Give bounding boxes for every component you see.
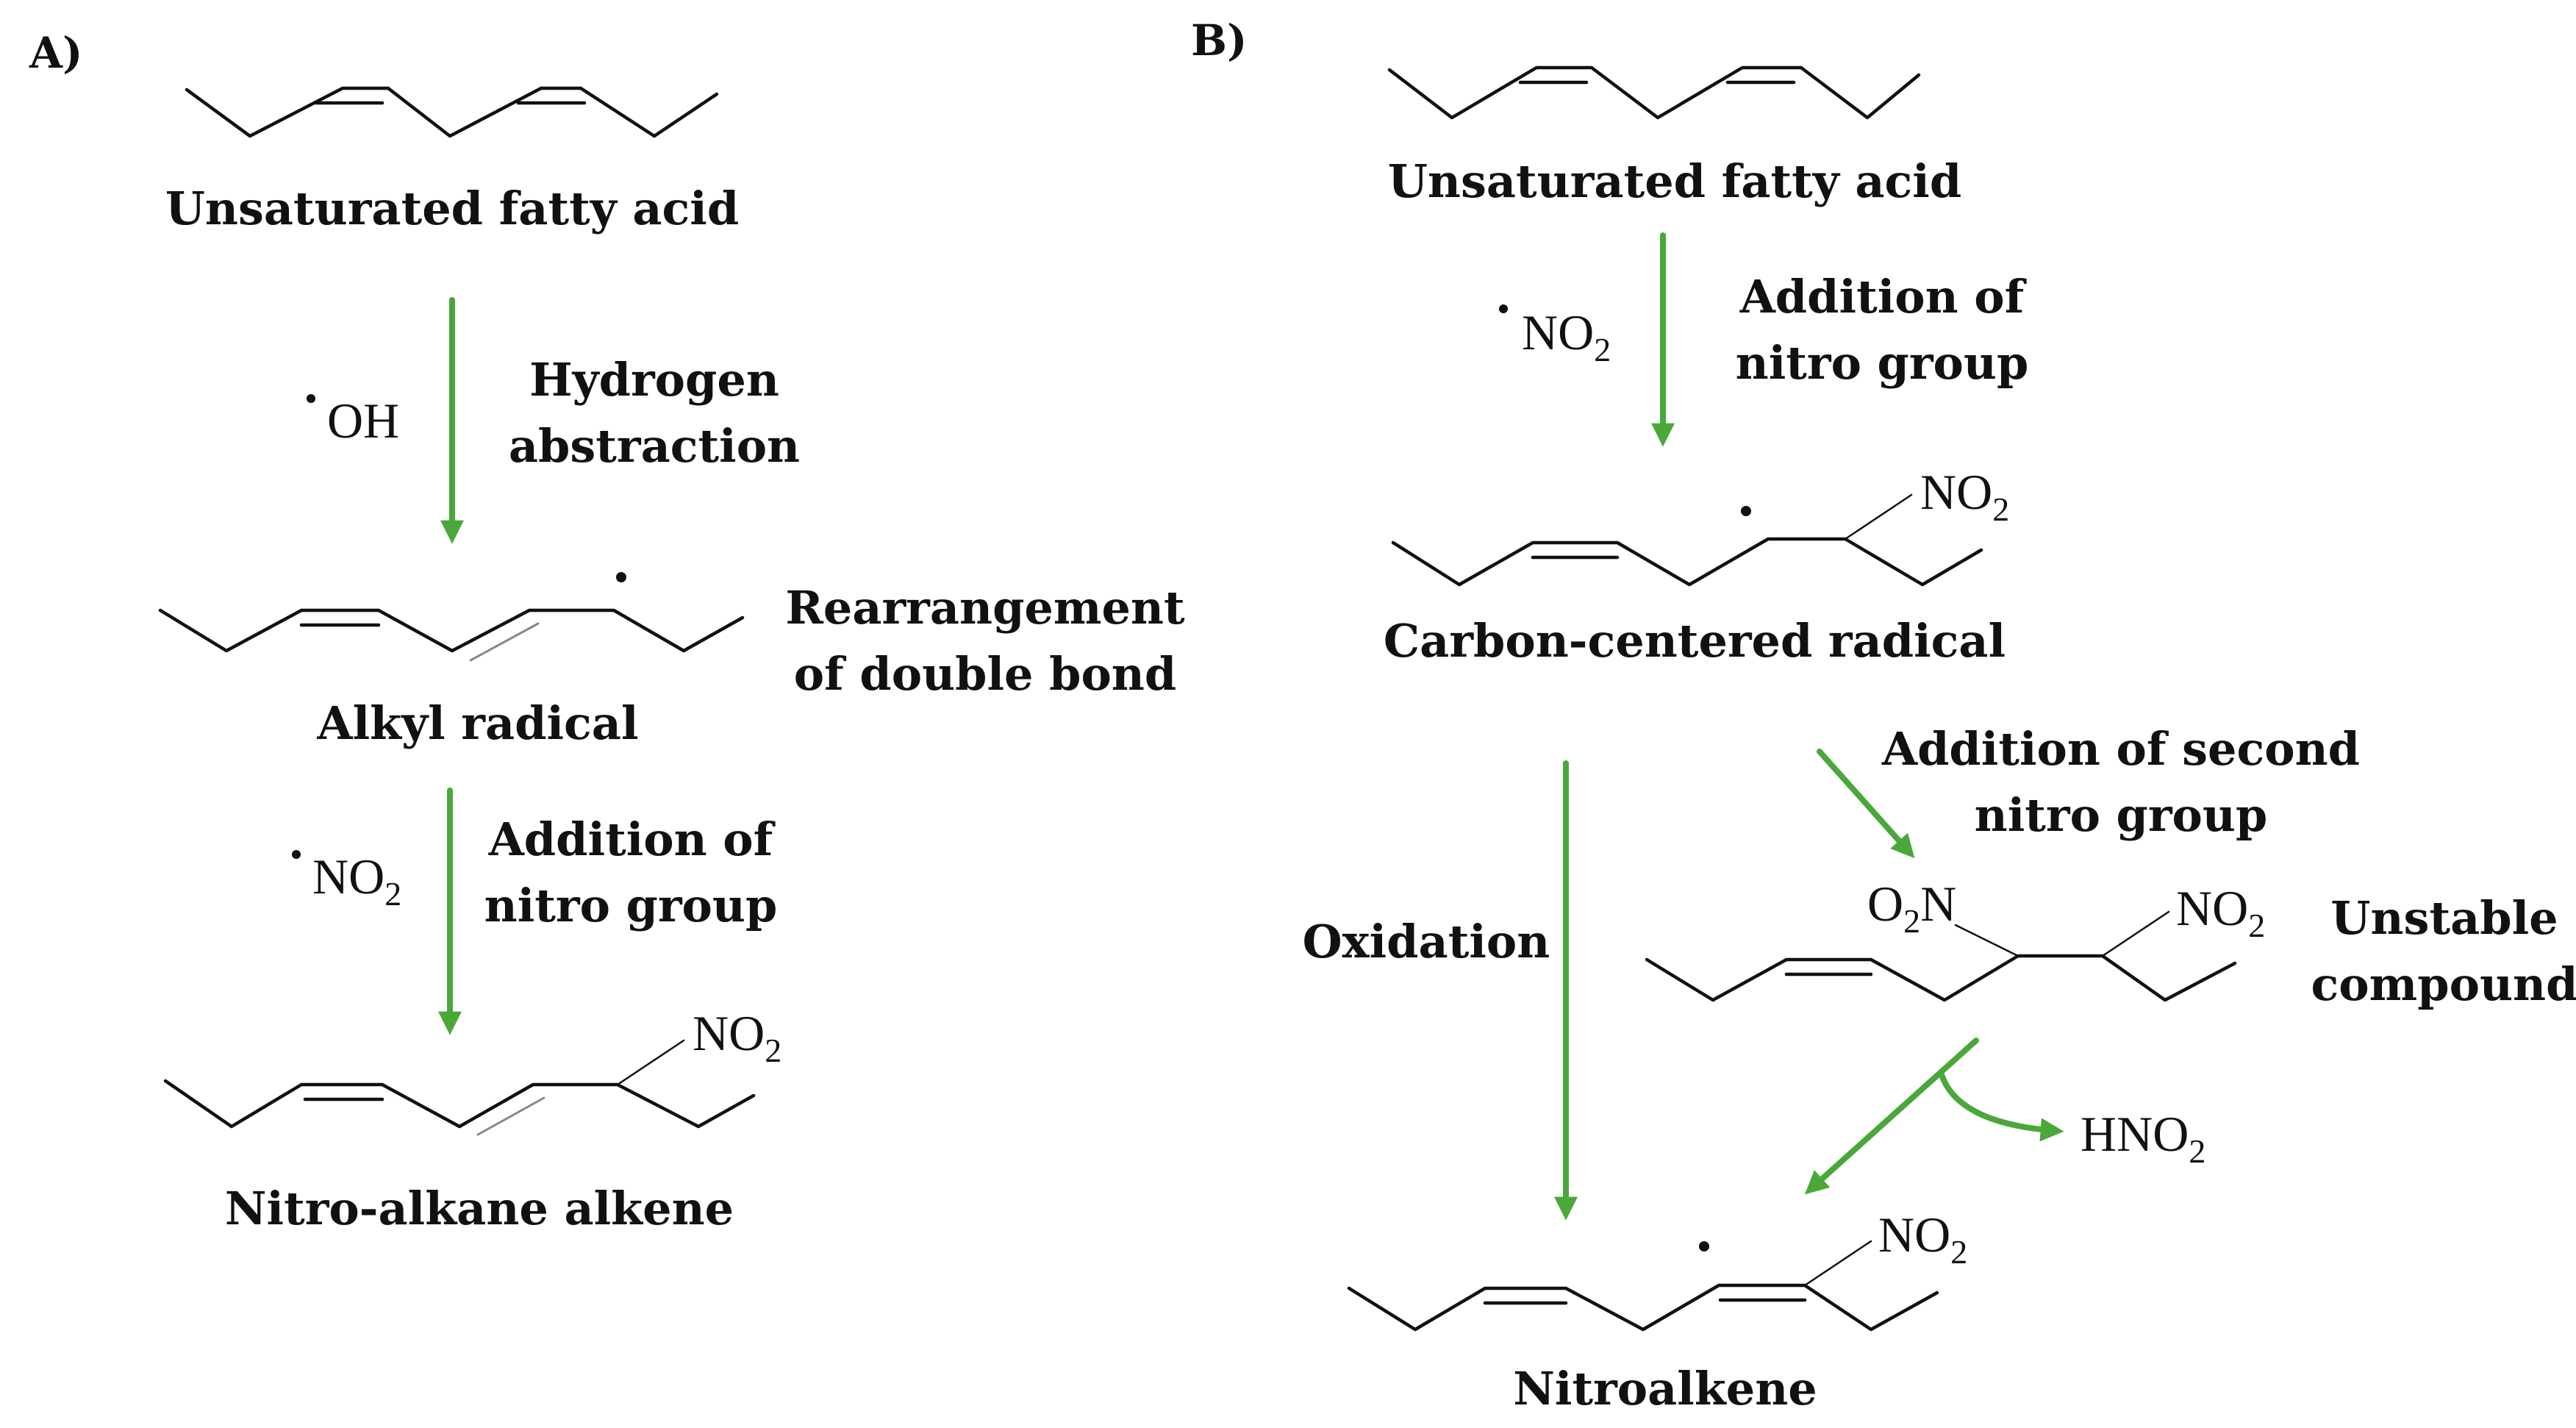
panel-a-step-1-reagent: OH [327, 393, 399, 449]
radical-dot [1499, 304, 1508, 313]
panel-a-step-2-reagent: NO2 [312, 849, 401, 913]
panel-b-step-2-line2: nitro group [1975, 788, 2268, 842]
panel-b-molecule-2-substituent: NO2 [1920, 464, 2009, 528]
radical-dot [616, 572, 626, 582]
panel-b-step-2-line1: Addition of second [1881, 722, 2360, 776]
panel-a-step-2-line1: Addition of [488, 813, 776, 866]
panel-b-step-1-line2: nitro group [1736, 336, 2029, 390]
panel-a-molecule-1-label: Unsaturated fatty acid [165, 182, 739, 235]
panel-a-substituent: NO2 [693, 1005, 781, 1069]
panel-a-step-2-line2: nitro group [484, 879, 778, 932]
panel-b-molecule-1 [1387, 65, 1921, 120]
panel-a-molecule-3 [163, 1039, 756, 1136]
panel-b-unstable-line2: compound [2311, 957, 2576, 1011]
panel-b-unstable-no2: NO2 [2176, 880, 2265, 944]
radical-dot [292, 850, 301, 859]
radical-dot [1741, 506, 1751, 516]
panel-b-molecule-1-label: Unsaturated fatty acid [1388, 154, 1961, 208]
panel-a-molecule-2 [158, 608, 745, 662]
panel-a-step-1-line2: abstraction [509, 419, 800, 473]
panel-b-molecule-3 [1347, 1240, 1939, 1332]
panel-a-side-note-line1: Rearrangement [785, 581, 1185, 635]
panel-b-label: B) [1191, 15, 1247, 65]
panel-a-molecule-2-label: Alkyl radical [317, 696, 639, 750]
panel-b-byproduct-arrow [1938, 1069, 2064, 1142]
panel-a-label: A) [29, 28, 82, 78]
radical-dot [307, 394, 315, 403]
panel-b-arrow-3 [1804, 1038, 1979, 1195]
panel-a-side-note-line2: of double bond [794, 647, 1176, 701]
panel-b-unstable-compound [1645, 910, 2237, 1002]
panel-a-molecule-1 [185, 86, 719, 138]
panel-b-arrow-2 [1817, 749, 1915, 859]
panel-b-molecule-2-label: Carbon-centered radical [1384, 614, 2006, 668]
panel-b-molecule-3-label: Nitroalkene [1513, 1362, 1817, 1415]
panel-b-byproduct: HNO2 [2081, 1106, 2205, 1170]
panel-b-unstable-line1: Unstable [2330, 891, 2558, 945]
panel-b-oxidation-label: Oxidation [1303, 915, 1550, 968]
panel-a-molecule-3-label: Nitro-alkane alkene [225, 1182, 734, 1235]
panel-b-step-1-reagent: NO2 [1522, 304, 1611, 368]
panel-b-molecule-2 [1391, 493, 1983, 587]
panel-b-step-1-line1: Addition of [1739, 270, 2027, 324]
panel-b-unstable-o2n: O2N [1867, 876, 1956, 940]
panel-b-molecule-3-substituent: NO2 [1878, 1207, 1967, 1271]
panel-a-step-1-line1: Hydrogen [529, 353, 779, 407]
radical-dot [1699, 1241, 1709, 1252]
